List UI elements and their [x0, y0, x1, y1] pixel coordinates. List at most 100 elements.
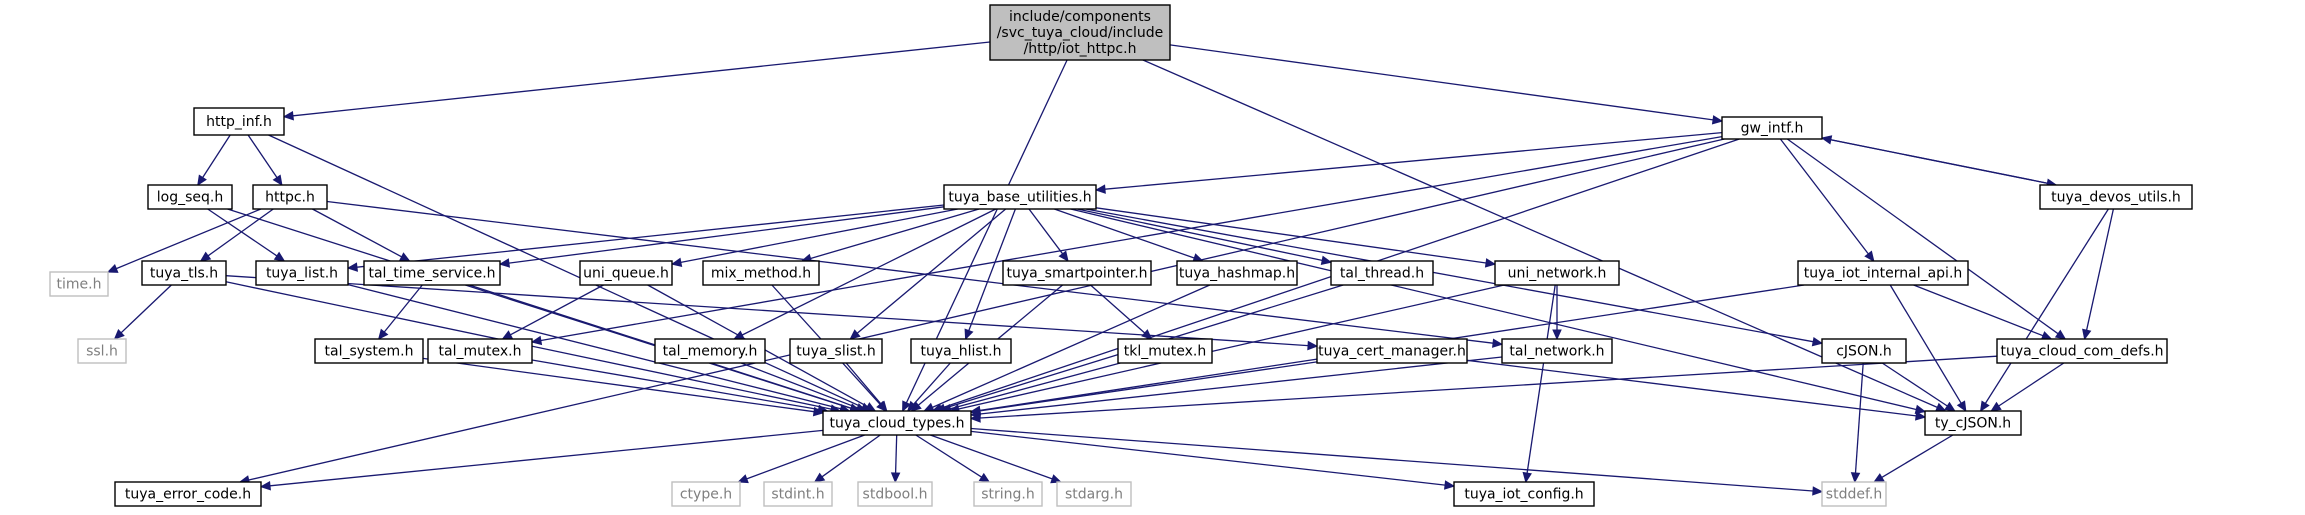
node-tkl-mutex[interactable]: tkl_mutex.h	[1117, 338, 1213, 364]
node-box	[1924, 410, 2022, 436]
node-label: tuya_hlist.h	[921, 344, 1002, 360]
node-tuya-devos-utils[interactable]: tuya_devos_utils.h	[2039, 184, 2193, 210]
node-label: tuya_list.h	[266, 266, 338, 282]
node-box	[1494, 260, 1620, 286]
node-tuya-cloud-types[interactable]: tuya_cloud_types.h	[822, 410, 972, 436]
edge-tkl_mutex-to-tuya_cloud_types	[940, 362, 1121, 414]
edge-tuya_devos_utils-to-ty_cJSON	[1979, 208, 2109, 413]
node-tuya-slist[interactable]: tuya_slist.h	[789, 338, 883, 364]
node-tal-network[interactable]: tal_network.h	[1501, 338, 1613, 364]
edge-tuya_base_utilities-to-uni_network	[1095, 207, 1497, 268]
node-label: tuya_cloud_com_defs.h	[2000, 344, 2163, 360]
node-box	[654, 338, 766, 364]
edge-tuya_cloud_types-to-tuya_error_code	[259, 429, 824, 491]
edge-tuya_cert_manager-to-ty_cJSON	[1466, 359, 1927, 421]
node-box	[77, 338, 127, 364]
node-httpc[interactable]: httpc.h	[252, 184, 328, 210]
edge-tuya_devos_utils-to-gw_intf	[1820, 135, 2057, 186]
node-tuya-base-utilities[interactable]: tuya_base_utilities.h	[943, 184, 1097, 210]
node-mix-method[interactable]: mix_method.h	[702, 260, 820, 286]
node-box	[702, 260, 820, 286]
edge-tuya_cert_manager-to-tuya_cloud_types	[969, 361, 1318, 416]
edge-tuya_hlist-to-tuya_cloud_types	[906, 362, 951, 412]
node-label: stdbool.h	[863, 487, 928, 503]
node-box	[973, 481, 1043, 507]
edge-gw_intf-to-tal_mutex	[530, 135, 1723, 346]
node-stdarg-h: stdarg.h	[1056, 481, 1132, 507]
node-tal-thread[interactable]: tal_thread.h	[1330, 260, 1434, 286]
node-ty-cJSON[interactable]: ty_cJSON.h	[1924, 410, 2022, 436]
node-label: ty_cJSON.h	[1935, 416, 2011, 432]
node-tuya-hlist[interactable]: tuya_hlist.h	[910, 338, 1012, 364]
node-box	[427, 338, 533, 364]
node-label: string.h	[981, 487, 1035, 503]
edge-http_inf-to-httpc	[247, 134, 283, 187]
edge-uni_network-to-tuya_iot_config	[1522, 284, 1556, 484]
node-box	[1002, 260, 1152, 286]
node-tuya-smartpointer[interactable]: tuya_smartpointer.h	[1002, 260, 1152, 286]
node-box	[1721, 116, 1823, 140]
node-tuya-cloud-com-defs[interactable]: tuya_cloud_com_defs.h	[1996, 338, 2168, 364]
node-tuya-iot-config[interactable]: tuya_iot_config.h	[1453, 481, 1595, 507]
edge-tuya_cloud_types-to-stdarg_h	[930, 434, 1062, 484]
node-label: tal_thread.h	[1340, 266, 1424, 282]
node-box	[763, 481, 833, 507]
node-label: log_seq.h	[157, 190, 223, 206]
node-box	[1056, 481, 1132, 507]
node-gw-intf[interactable]: gw_intf.h	[1721, 116, 1823, 140]
node-box	[141, 260, 227, 286]
node-tal-time-service[interactable]: tal_time_service.h	[363, 260, 501, 286]
edge-tuya_base_utilities-to-tuya_hlist	[964, 208, 1017, 341]
node-label: ctype.h	[680, 487, 732, 503]
node-label: mix_method.h	[711, 266, 811, 282]
node-box	[822, 410, 972, 436]
node-tuya-cert-manager[interactable]: tuya_cert_manager.h	[1316, 338, 1468, 364]
node-label: tuya_error_code.h	[125, 487, 251, 503]
node-label: tal_system.h	[325, 344, 414, 360]
node-cJSON[interactable]: cJSON.h	[1821, 338, 1907, 364]
node-label: tuya_hashmap.h	[1179, 266, 1295, 282]
node-label: stddef.h	[1826, 487, 1882, 503]
node-tal-memory[interactable]: tal_memory.h	[654, 338, 766, 364]
node-label: /svc_tuya_cloud/include	[997, 25, 1164, 41]
node-tuya-hashmap[interactable]: tuya_hashmap.h	[1176, 260, 1298, 286]
edge-tuya_cloud_com_defs-to-ty_cJSON	[1990, 362, 2065, 412]
node-box	[789, 338, 883, 364]
edge-tuya_cloud_types-to-string_h	[915, 434, 991, 483]
edge-httpc-to-tal_time_service	[312, 208, 411, 262]
node-http-inf[interactable]: http_inf.h	[193, 107, 285, 136]
node-uni-queue[interactable]: uni_queue.h	[579, 260, 673, 286]
node-label: tuya_iot_config.h	[1464, 487, 1583, 503]
edge-uni_queue-to-tal_mutex	[501, 284, 604, 340]
node-label: time.h	[57, 277, 102, 293]
edge-tuya_tls-to-tuya_cert_manager	[225, 275, 1319, 351]
edge-tuya_iot_internal_api-to-ty_cJSON	[1889, 284, 1967, 413]
edge-tuya_tls-to-ssl_h	[113, 284, 172, 340]
node-log-seq[interactable]: log_seq.h	[147, 184, 233, 210]
edge-httpc-to-tal_network	[326, 200, 1504, 348]
node-label: tuya_cloud_types.h	[829, 416, 964, 432]
node-uni-network[interactable]: uni_network.h	[1494, 260, 1620, 286]
edge-tuya_cloud_types-to-stddef_h	[970, 427, 1824, 496]
node-tuya-error-code[interactable]: tuya_error_code.h	[114, 481, 262, 507]
node-label: tal_mutex.h	[439, 344, 522, 360]
node-box	[363, 260, 501, 286]
edge-httpc-to-time_h	[106, 208, 262, 273]
edge-tal_memory-to-tuya_cloud_types	[740, 362, 867, 413]
edge-tuya_cloud_types-to-ctype_h	[737, 434, 865, 484]
edge-tuya_base_utilities-to-ty_cJSON	[1070, 208, 1927, 415]
node-tal-mutex[interactable]: tal_mutex.h	[427, 338, 533, 364]
edge-tuya_base_utilities-to-tuya_hashmap	[1054, 208, 1204, 263]
node-label: tuya_cert_manager.h	[1318, 344, 1466, 360]
node-tal-system[interactable]: tal_system.h	[314, 338, 424, 364]
edge-iot_httpc-to-ty_cJSON	[1142, 59, 1947, 412]
node-box	[2039, 184, 2193, 210]
node-iot-httpc: include/components/svc_tuya_cloud/includ…	[989, 4, 1171, 61]
node-tuya-list[interactable]: tuya_list.h	[255, 260, 349, 286]
node-label: cJSON.h	[1836, 344, 1892, 360]
node-tuya-iot-internal-api[interactable]: tuya_iot_internal_api.h	[1797, 260, 1969, 286]
node-box	[910, 338, 1012, 364]
node-string-h: string.h	[973, 481, 1043, 507]
node-box	[314, 338, 424, 364]
node-tuya-tls[interactable]: tuya_tls.h	[141, 260, 227, 286]
